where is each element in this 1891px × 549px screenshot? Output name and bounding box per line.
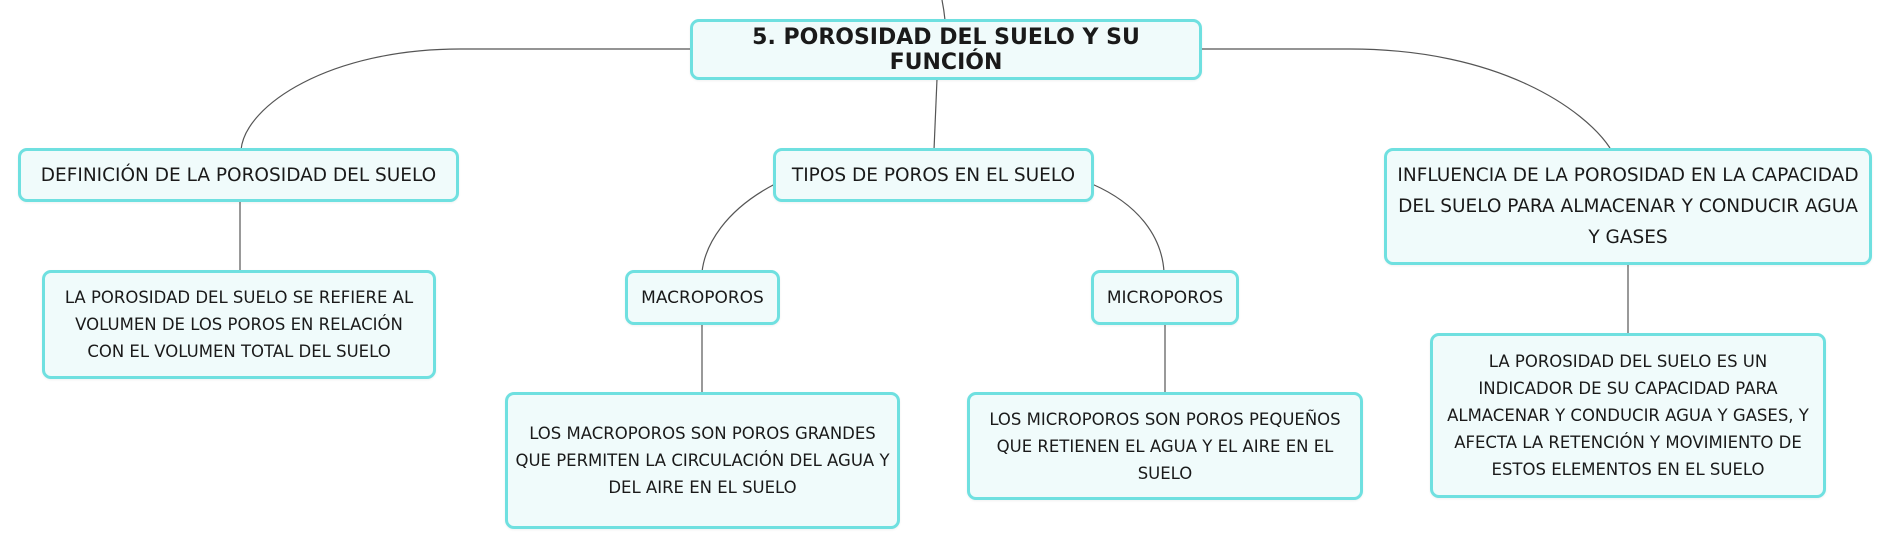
- root-node-label: 5. POROSIDAD DEL SUELO Y SU FUNCIÓN: [752, 24, 1140, 75]
- microporos-detail-text: LOS MICROPOROS SON POROS PEQUEÑOS QUE RE…: [989, 409, 1341, 483]
- connector-tipos-microporos: [1091, 183, 1165, 273]
- definicion-detail-text: LA POROSIDAD DEL SUELO SE REFIERE AL VOL…: [64, 288, 414, 361]
- connector-root-definicion: [240, 48, 692, 151]
- macroporos-detail-text: LOS MACROPOROS SON POROS GRANDES QUE PER…: [515, 424, 890, 497]
- connector-root-influencia: [1200, 48, 1611, 149]
- influencia-detail-node[interactable]: LA POROSIDAD DEL SUELO ES UN INDICADOR D…: [1430, 333, 1826, 498]
- definicion-detail-node[interactable]: LA POROSIDAD DEL SUELO SE REFIERE AL VOL…: [42, 270, 436, 379]
- macroporos-detail-node[interactable]: LOS MACROPOROS SON POROS GRANDES QUE PER…: [505, 392, 900, 529]
- connector-tipos-macroporos: [701, 183, 776, 273]
- definicion-node-label: DEFINICIÓN DE LA POROSIDAD DEL SUELO: [40, 164, 437, 186]
- microporos-node-label: MICROPOROS: [1106, 287, 1224, 308]
- tipos-node[interactable]: TIPOS DE POROS EN EL SUELO: [773, 148, 1094, 202]
- connector-incoming-root: [941, 0, 946, 21]
- connector-root-tipos: [933, 78, 938, 151]
- influencia-node-label: INFLUENCIA DE LA POROSIDAD EN LA CAPACID…: [1397, 165, 1859, 248]
- influencia-detail-text: LA POROSIDAD DEL SUELO ES UN INDICADOR D…: [1447, 352, 1809, 479]
- definicion-node[interactable]: DEFINICIÓN DE LA POROSIDAD DEL SUELO: [18, 148, 459, 202]
- microporos-node[interactable]: MICROPOROS: [1091, 270, 1239, 325]
- influencia-node[interactable]: INFLUENCIA DE LA POROSIDAD EN LA CAPACID…: [1384, 148, 1872, 265]
- macroporos-node-label: MACROPOROS: [641, 287, 764, 308]
- macroporos-node[interactable]: MACROPOROS: [625, 270, 780, 325]
- root-node[interactable]: 5. POROSIDAD DEL SUELO Y SU FUNCIÓN: [690, 19, 1202, 80]
- tipos-node-label: TIPOS DE POROS EN EL SUELO: [791, 164, 1076, 186]
- microporos-detail-node[interactable]: LOS MICROPOROS SON POROS PEQUEÑOS QUE RE…: [967, 392, 1363, 500]
